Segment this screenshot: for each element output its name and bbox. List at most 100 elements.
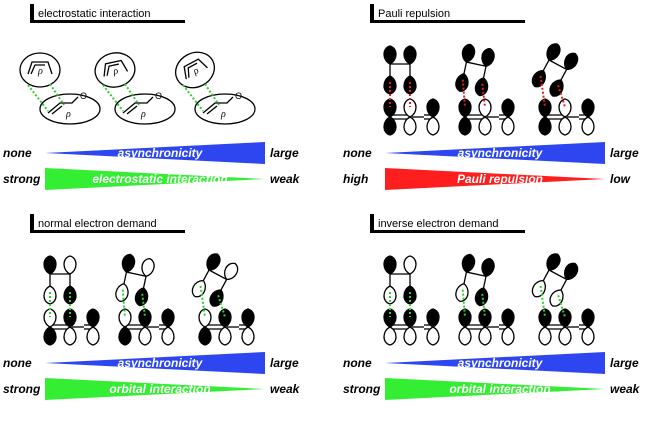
diene-density: ρ — [94, 52, 136, 88]
contact-line — [27, 84, 49, 112]
orbital-structure — [531, 253, 595, 346]
orbital-lobe — [564, 262, 579, 281]
orbital-lobe — [458, 98, 472, 118]
diene-bond — [126, 271, 147, 277]
orbital-lobe — [481, 257, 495, 277]
density-label: ρ — [65, 109, 71, 120]
orbital-lobe — [581, 98, 595, 118]
title-bracket — [30, 4, 34, 22]
orbital-lobe — [43, 326, 57, 346]
orbital-lobe — [121, 253, 136, 273]
title-underline — [30, 20, 185, 23]
orbital-lobe — [478, 98, 492, 118]
orbital-lobe — [118, 326, 132, 346]
orbital-lobe — [538, 308, 552, 328]
wedge-right-label: low — [610, 172, 631, 186]
orbital-lobe — [383, 326, 397, 346]
panel-title: electrostatic interaction — [38, 8, 151, 20]
orbital-lobe — [403, 326, 417, 346]
orbital-lobe — [403, 45, 417, 65]
orbital-lobe — [581, 116, 595, 136]
orbital-lobe — [383, 98, 397, 118]
orbital-lobe — [461, 43, 476, 63]
contact-line — [539, 285, 546, 318]
dienophile-skeleton — [122, 96, 154, 114]
diene-skeleton — [106, 63, 119, 76]
diene-bond — [542, 269, 550, 281]
contact-line — [49, 83, 65, 106]
orbital-lobe — [461, 253, 476, 273]
title-bracket — [30, 214, 34, 232]
dienophile-skeleton — [47, 96, 79, 114]
contact-line — [199, 285, 206, 318]
diene-density: ρ — [174, 51, 216, 89]
orbital-lobe — [581, 326, 595, 346]
diene-bond — [482, 276, 487, 289]
orbital-lobe — [531, 69, 546, 88]
wedge-right-label: large — [270, 146, 299, 160]
diene-bond — [466, 271, 487, 277]
wedge-text: asynchronicity — [458, 356, 544, 370]
oxygen-label: O — [80, 91, 87, 101]
diene-bond — [548, 269, 567, 280]
orbital-lobe — [474, 287, 489, 307]
orbital-lobe — [458, 326, 472, 346]
wedge-text: electrostatic interaction — [92, 172, 227, 186]
wedge-text: asynchronicity — [118, 356, 204, 370]
orbital-lobe — [138, 308, 152, 328]
trend-wedge — [45, 352, 265, 374]
orbital-lobe — [546, 43, 561, 61]
trend-wedge — [45, 142, 265, 164]
orbital-lobe — [501, 326, 515, 346]
oxygen-label: O — [155, 91, 162, 101]
diene-orbitals — [531, 43, 579, 97]
orbital-lobe — [455, 73, 469, 93]
orbital-lobe — [538, 98, 552, 118]
title-bracket — [370, 4, 374, 22]
wedge-text: Pauli repulsion — [457, 172, 543, 186]
wedge-right-label: large — [610, 356, 639, 370]
orbital-lobe — [481, 47, 495, 67]
trend-wedge — [385, 352, 605, 374]
density-label: ρ — [37, 66, 43, 77]
electrostatic-structure: ρOρ — [94, 52, 176, 125]
wedge-right-label: weak — [610, 382, 641, 396]
orbital-lobe — [558, 326, 572, 346]
dienophile-density-ellipse — [114, 93, 176, 125]
orbital-lobe — [86, 308, 100, 328]
orbital-lobe — [209, 289, 224, 307]
orbital-lobe — [403, 308, 417, 328]
diene-orbitals — [383, 255, 417, 305]
orbital-lobe — [63, 255, 77, 275]
wedge-left-label: strong — [3, 172, 41, 186]
contact-line — [539, 75, 546, 108]
dienophile-density-ellipse — [194, 93, 256, 125]
orbital-lobe — [558, 308, 572, 328]
orbital-lobe — [403, 116, 417, 136]
wedge-text: asynchronicity — [118, 146, 204, 160]
orbital-structure — [191, 253, 255, 346]
trend-wedge — [385, 168, 605, 190]
electrostatic-structure: ρOρ — [174, 51, 256, 125]
orbital-structure — [383, 45, 440, 136]
orbital-lobe — [501, 116, 515, 136]
wedge-left-label: strong — [3, 382, 41, 396]
panel-title: Pauli repulsion — [378, 8, 450, 20]
orbital-lobe — [63, 308, 77, 328]
trend-wedge — [45, 168, 265, 190]
wedge-left-label: high — [343, 172, 368, 186]
diene-bond — [208, 269, 227, 280]
orbital-lobe — [134, 287, 149, 307]
orbital-lobe — [198, 326, 212, 346]
orbital-structure — [43, 255, 100, 346]
wedge-text: asynchronicity — [458, 146, 544, 160]
diene-bond — [560, 69, 568, 81]
electrostatic-structure: ρOρ — [19, 52, 101, 125]
orbital-lobe — [538, 326, 552, 346]
orbital-lobe — [501, 98, 515, 118]
orbital-lobe — [558, 98, 572, 118]
orbital-lobe — [218, 326, 232, 346]
orbital-lobe — [403, 255, 417, 275]
orbital-lobe — [63, 326, 77, 346]
